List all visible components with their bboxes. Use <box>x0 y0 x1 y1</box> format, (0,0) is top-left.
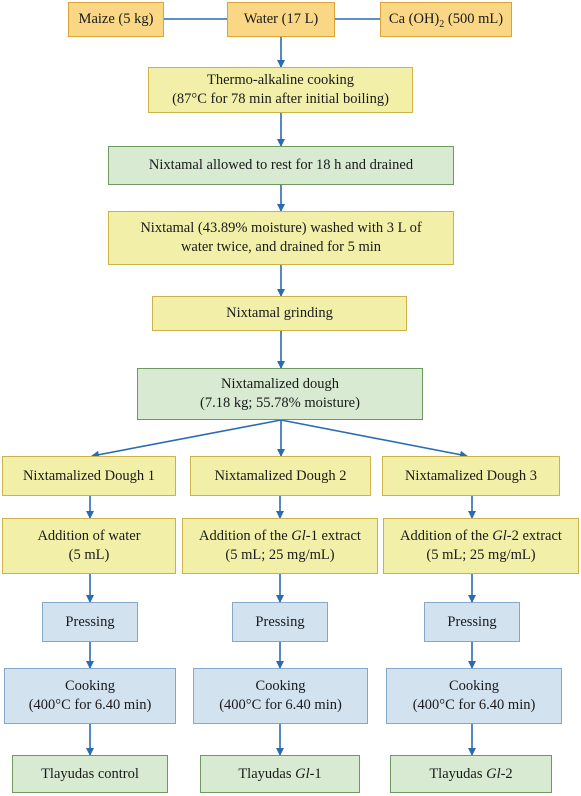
branch-1-pressing-label: Pressing <box>65 613 115 630</box>
branch-3-cooking-box: Cooking (400°C for 6.40 min) <box>386 668 562 724</box>
branch-1-product-box: Tlayudas control <box>12 755 168 793</box>
branch-2-product-species: Gl <box>295 765 310 782</box>
branch-3-product-box: Tlayudas Gl-2 <box>390 755 552 793</box>
branch-2-cooking-conditions: (400°C for 6.40 min) <box>219 697 342 713</box>
input-maize: Maize (5 kg) <box>68 2 164 37</box>
branch-2-pressing-box: Pressing <box>232 602 328 642</box>
branch-3-addition-suffix: -2 extract <box>506 528 562 544</box>
branch-3-product-label: Tlayudas Gl-2 <box>429 765 512 784</box>
branch-2-cooking-box: Cooking (400°C for 6.40 min) <box>193 668 368 724</box>
branch-3-dough-label: Nixtamalized Dough 3 <box>404 467 538 484</box>
input-calcium-hydroxide: Ca (OH)2 (500 mL) <box>380 2 512 37</box>
nixtamal-washing-box: Nixtamal (43.89% moisture) washed with 3… <box>108 211 454 265</box>
branch-3-pressing-label: Pressing <box>447 613 497 630</box>
branch-3-addition-prefix: Addition of the <box>400 528 493 544</box>
branch-2-addition-prefix: Addition of the <box>199 528 292 544</box>
branch-3-addition-box: Addition of the Gl-2 extract (5 mL; 25 m… <box>383 518 579 574</box>
nixtamalized-dough-title: Nixtamalized dough <box>221 376 339 392</box>
branch-2-product-label: Tlayudas Gl-1 <box>238 765 321 784</box>
branch-1-cooking-box: Cooking (400°C for 6.40 min) <box>4 668 176 724</box>
branch-1-addition-box: Addition of water (5 mL) <box>2 518 176 574</box>
nixtamal-rest-box: Nixtamal allowed to rest for 18 h and dr… <box>108 146 454 185</box>
thermo-alkaline-cooking-title: Thermo-alkaline cooking <box>207 72 354 88</box>
calcium-formula: Ca (OH) <box>388 11 440 27</box>
branch-2-dough-label: Nixtamalized Dough 2 <box>214 467 347 484</box>
nixtamalized-dough-details: (7.18 kg; 55.78% moisture) <box>200 395 360 411</box>
branch-2-extract-species: Gl <box>291 528 306 544</box>
branch-2-dough-box: Nixtamalized Dough 2 <box>190 456 371 496</box>
branch-3-pressing-box: Pressing <box>424 602 520 642</box>
branch-2-cooking-title: Cooking <box>255 678 306 694</box>
branch-3-addition-line-1: Addition of the Gl-2 extract <box>400 527 562 546</box>
nixtamal-rest-label: Nixtamal allowed to rest for 18 h and dr… <box>148 157 414 173</box>
nixtamal-washing-line-1: Nixtamal (43.89% moisture) washed with 3… <box>140 220 422 236</box>
branch-3-cooking-title: Cooking <box>449 678 499 694</box>
branch-1-cooking-conditions: (400°C for 6.40 min) <box>28 697 152 713</box>
calcium-volume: (500 mL) <box>444 11 504 27</box>
branch-2-addition-line-1: Addition of the Gl-1 extract <box>199 527 361 546</box>
branch-1-addition-line-1: Addition of water <box>37 528 141 544</box>
thermo-alkaline-cooking-conditions: (87°C for 78 min after initial boiling) <box>172 91 389 107</box>
branch-1-addition-line-2: (5 mL) <box>68 547 110 563</box>
arrow-dough-to-branch-3 <box>280 419 468 459</box>
branch-1-dough-label: Nixtamalized Dough 1 <box>22 467 156 484</box>
input-maize-label: Maize (5 kg) <box>78 11 154 27</box>
branch-1-product-label: Tlayudas control <box>41 765 139 782</box>
branch-2-product-box: Tlayudas Gl-1 <box>200 755 360 793</box>
branch-2-addition-line-2: (5 mL; 25 mg/mL) <box>225 547 335 563</box>
input-water: Water (17 L) <box>227 2 335 37</box>
branch-3-product-prefix: Tlayudas <box>429 765 487 782</box>
nixtamal-washing-line-2: water twice, and drained for 5 min <box>180 239 382 255</box>
nixtamalized-dough-box: Nixtamalized dough (7.18 kg; 55.78% mois… <box>137 368 423 420</box>
nixtamal-grinding-box: Nixtamal grinding <box>152 296 407 331</box>
calcium-subscript: 2 <box>439 18 445 30</box>
branch-3-product-suffix: -2 <box>500 765 513 782</box>
branch-3-cooking-conditions: (400°C for 6.40 min) <box>412 697 536 713</box>
branch-2-pressing-label: Pressing <box>255 613 305 630</box>
thermo-alkaline-cooking-box: Thermo-alkaline cooking (87°C for 78 min… <box>148 67 413 113</box>
branch-3-extract-species: Gl <box>492 528 507 544</box>
input-water-label: Water (17 L) <box>243 11 319 27</box>
branch-2-product-prefix: Tlayudas <box>238 765 296 782</box>
input-calcium-label: Ca (OH)2 (500 mL) <box>389 10 503 29</box>
branch-1-pressing-box: Pressing <box>42 602 138 642</box>
arrow-dough-to-branch-1 <box>91 419 282 459</box>
branch-3-addition-line-2: (5 mL; 25 mg/mL) <box>426 547 536 563</box>
branch-3-dough-box: Nixtamalized Dough 3 <box>382 456 560 496</box>
branch-2-addition-suffix: -1 extract <box>305 528 361 544</box>
nixtamal-grinding-label: Nixtamal grinding <box>226 305 333 321</box>
branch-1-cooking-title: Cooking <box>65 678 115 694</box>
branch-2-product-suffix: -1 <box>309 765 322 782</box>
branch-1-dough-box: Nixtamalized Dough 1 <box>2 456 176 496</box>
branch-2-addition-box: Addition of the Gl-1 extract (5 mL; 25 m… <box>182 518 378 574</box>
branch-3-product-species: Gl <box>486 765 501 782</box>
